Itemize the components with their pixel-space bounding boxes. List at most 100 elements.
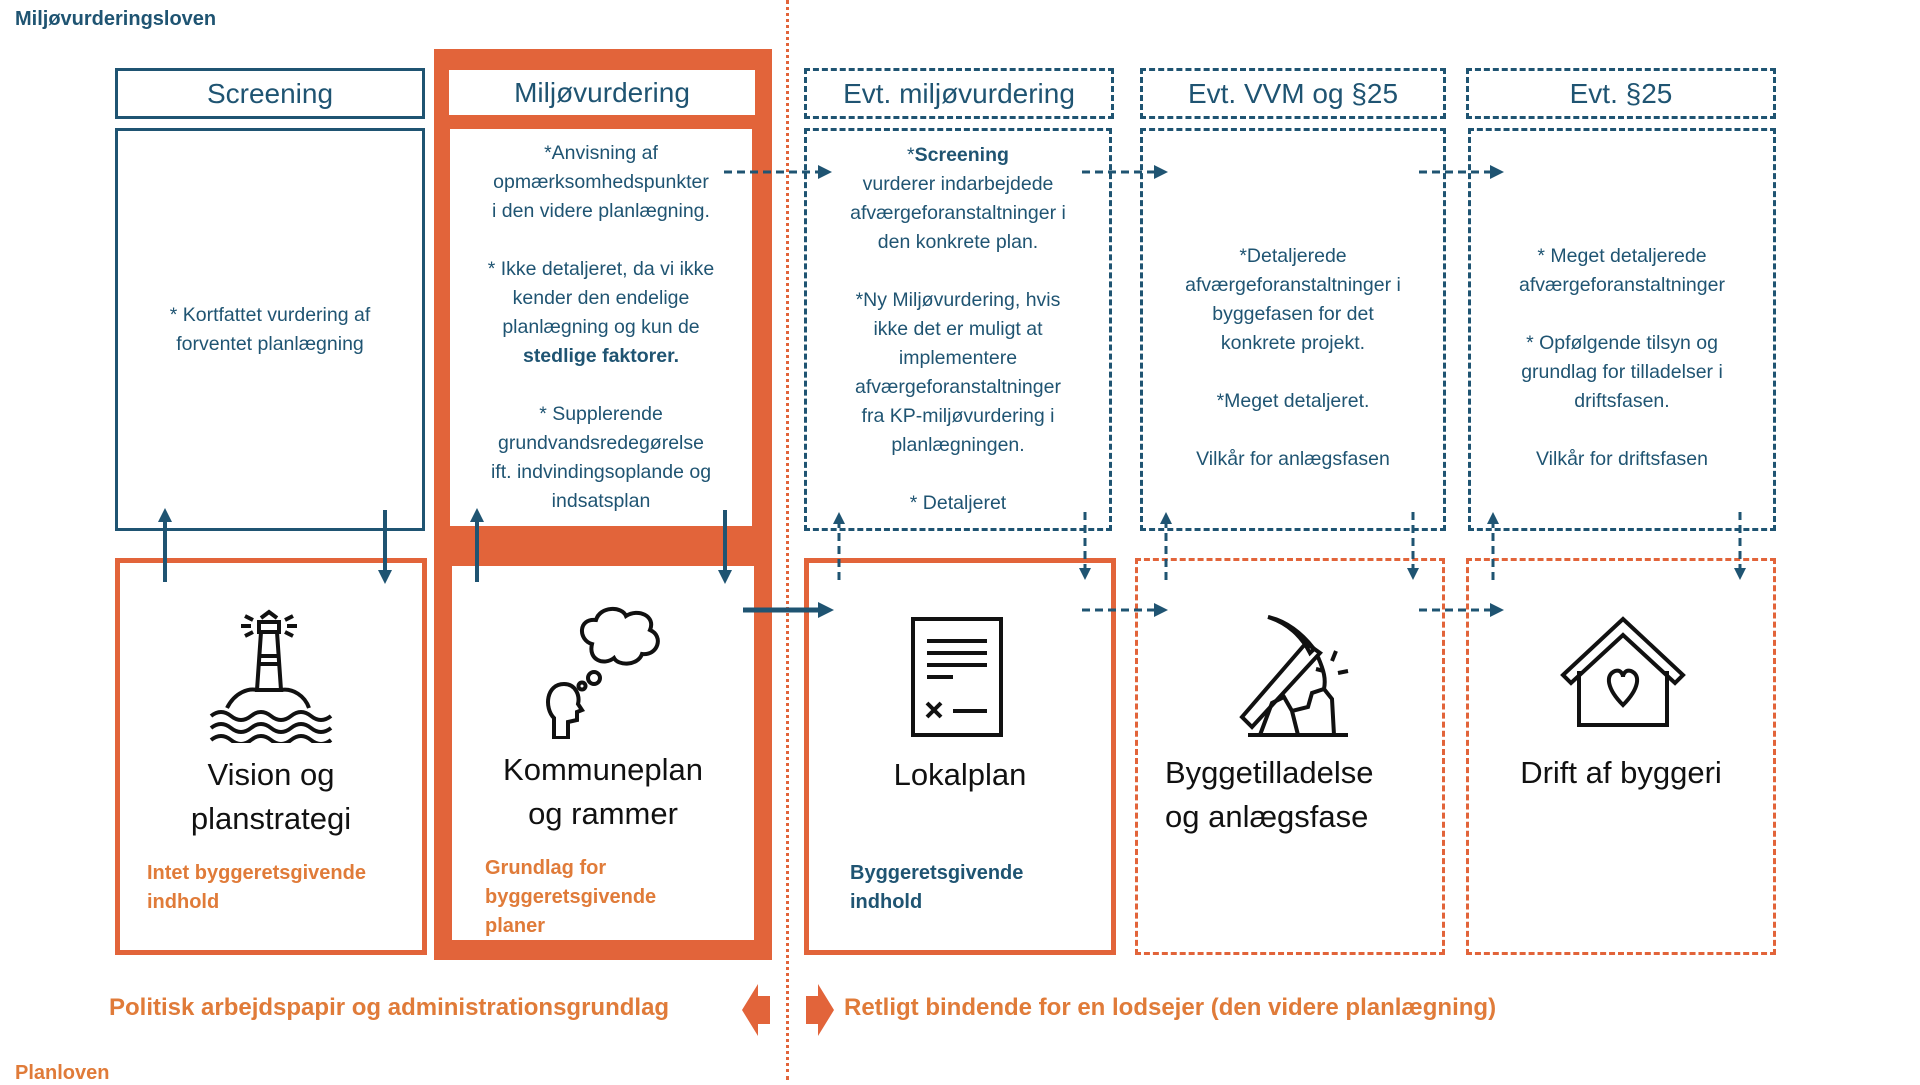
plan-subtitle-line: Grundlag for: [485, 857, 607, 879]
text: *Ny Miljøvurdering, hvis: [855, 289, 1061, 311]
description-line: planlægningen.: [855, 431, 1061, 460]
arrow-left-icon: [742, 984, 770, 1036]
arrow-right-icon: [806, 984, 834, 1036]
description-line: Vilkår for anlægsfasen: [1196, 445, 1390, 474]
plan-title-line: Drift af byggeri: [1520, 755, 1722, 790]
text: Vilkår for anlægsfasen: [1196, 448, 1390, 470]
description-line: implementere: [855, 344, 1061, 373]
description-paragraph: * Detaljeret: [910, 489, 1006, 518]
description-line: *Screening: [850, 141, 1066, 170]
description-line: * Detaljeret: [910, 489, 1006, 518]
text: * Opfølgende tilsyn og: [1526, 332, 1718, 354]
house-heart-icon: [1560, 616, 1686, 727]
description-line: * Meget detaljerede: [1519, 242, 1725, 271]
description-line: * Opfølgende tilsyn og: [1521, 329, 1723, 358]
bold-text: stedlige faktorer.: [522, 345, 680, 367]
plan-title-line: Byggetilladelse: [1165, 755, 1374, 790]
vertical-arrows: [158, 508, 1746, 584]
plan-subtitle-line: planer: [485, 915, 546, 937]
horizontal-arrows: [724, 165, 1504, 618]
description-line: grundvandsredegørelse: [491, 429, 711, 458]
description-line: afværgeforanstaltninger: [855, 373, 1061, 402]
miljoevurderingsloven-label: Miljøvurderingsloven: [15, 8, 217, 30]
description-line: planlægning og kun de: [488, 313, 715, 342]
plan-subtitle-line: Intet byggeretsgivende: [147, 862, 366, 884]
text: planlægningen.: [891, 434, 1025, 456]
evt-25-description: * Meget detaljerede afværgeforanstaltning…: [1468, 128, 1776, 531]
text: forventet planlægning: [176, 332, 364, 355]
description-paragraph: Vilkår for driftsfasen: [1536, 445, 1708, 474]
text: fra KP-miljøvurdering i: [861, 405, 1055, 427]
planloven-label: Planloven: [15, 1062, 110, 1084]
header-evt-vvm: Evt. VVM og §25: [1140, 68, 1446, 119]
plan-title-line: planstrategi: [190, 801, 352, 836]
description-line: fra KP-miljøvurdering i: [855, 402, 1061, 431]
text: indsatsplan: [551, 490, 651, 512]
description-line: den konkrete plan.: [850, 228, 1066, 257]
description-line: afværgeforanstaltninger i: [850, 199, 1066, 228]
pickaxe-rock-icon: [1239, 615, 1349, 737]
header-evt-25: Evt. §25: [1466, 68, 1776, 119]
description-line: driftsfasen.: [1521, 387, 1723, 416]
lighthouse-icon: [209, 609, 333, 743]
text: *: [907, 144, 915, 166]
text: byggefasen for det: [1212, 303, 1374, 325]
description-line: konkrete projekt.: [1185, 329, 1401, 358]
text: driftsfasen.: [1574, 390, 1670, 412]
bold-text: Screening: [914, 144, 1009, 166]
text: i den videre planlægning.: [492, 200, 710, 222]
document-signature-icon: [911, 617, 1003, 737]
text: grundlag for tilladelser i: [1521, 361, 1723, 383]
description-line: *Meget detaljeret.: [1217, 387, 1370, 416]
plan-title-byggetilladelse: Byggetilladelse og anlægsfase: [1138, 751, 1442, 839]
thought-bubble-head-icon: [546, 607, 660, 739]
text: implementere: [898, 347, 1018, 369]
description-line: * Supplerende: [491, 400, 711, 429]
text: ift. indvindingsoplande og: [490, 461, 712, 483]
plan-title-drift: Drift af byggeri: [1469, 751, 1773, 795]
plan-subtitle-line: Byggeretsgivende: [850, 862, 1024, 884]
plan-title-lokalplan: Lokalplan: [809, 753, 1111, 797]
description-line: i den videre planlægning.: [492, 197, 710, 226]
legend-legally-binding: Retligt bindende for en lodsejer (den vi…: [844, 994, 1497, 1021]
description-line: *Ny Miljøvurdering, hvis: [855, 286, 1061, 315]
plan-title-line: og rammer: [528, 796, 678, 831]
description-line: byggefasen for det: [1185, 300, 1401, 329]
text: * Meget detaljerede: [1537, 245, 1707, 267]
text: kender den endelige: [512, 287, 690, 309]
description-paragraph: *Screening vurderer indarbejdede afværgefo…: [850, 141, 1066, 257]
description-line: *Anvisning af: [492, 139, 710, 168]
text: den konkrete plan.: [877, 231, 1039, 253]
description-paragraph: Vilkår for anlægsfasen: [1196, 445, 1390, 474]
divider-line: [786, 0, 789, 1080]
plan-subtitle-lokalplan: Byggeretsgivende indhold: [850, 859, 1023, 917]
text: opmærksomhedspunkter: [493, 171, 709, 193]
text: vurderer indarbejdede: [862, 173, 1054, 195]
description-paragraph: * Opfølgende tilsyn og grundlag for tilla…: [1521, 329, 1723, 416]
description-line: afværgeforanstaltninger i: [1185, 271, 1401, 300]
plan-title-line: Vision og: [207, 757, 335, 792]
text: afværgeforanstaltninger: [855, 376, 1061, 398]
description-line: indsatsplan: [491, 487, 711, 516]
plan-title-line: Lokalplan: [893, 757, 1027, 792]
description-line: opmærksomhedspunkter: [492, 168, 710, 197]
plan-title-line: og anlægsfase: [1165, 799, 1369, 834]
description-line: *Detaljerede: [1185, 242, 1401, 271]
description-line: kender den endelige: [488, 284, 715, 313]
description-line: afværgeforanstaltninger: [1519, 271, 1725, 300]
description-line: Vilkår for driftsfasen: [1536, 445, 1708, 474]
header-miljoevurdering: Miljøvurdering: [449, 70, 755, 115]
description-line: ift. indvindingsoplande og: [491, 458, 711, 487]
plan-subtitle-line: indhold: [850, 891, 923, 913]
text: *Meget detaljeret.: [1216, 390, 1370, 412]
